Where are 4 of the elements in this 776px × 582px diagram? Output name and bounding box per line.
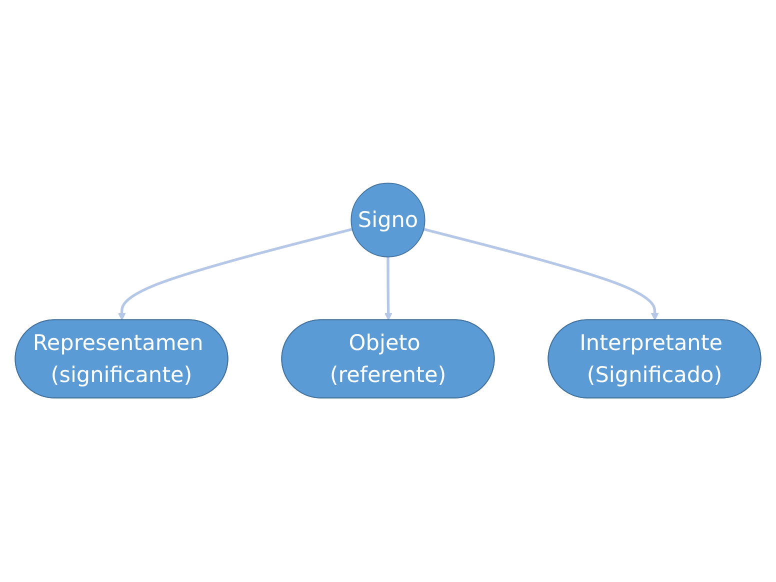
node-circle: Signo <box>350 183 426 258</box>
arrow <box>384 257 392 322</box>
arrow <box>118 228 353 322</box>
arrow <box>423 228 659 322</box>
